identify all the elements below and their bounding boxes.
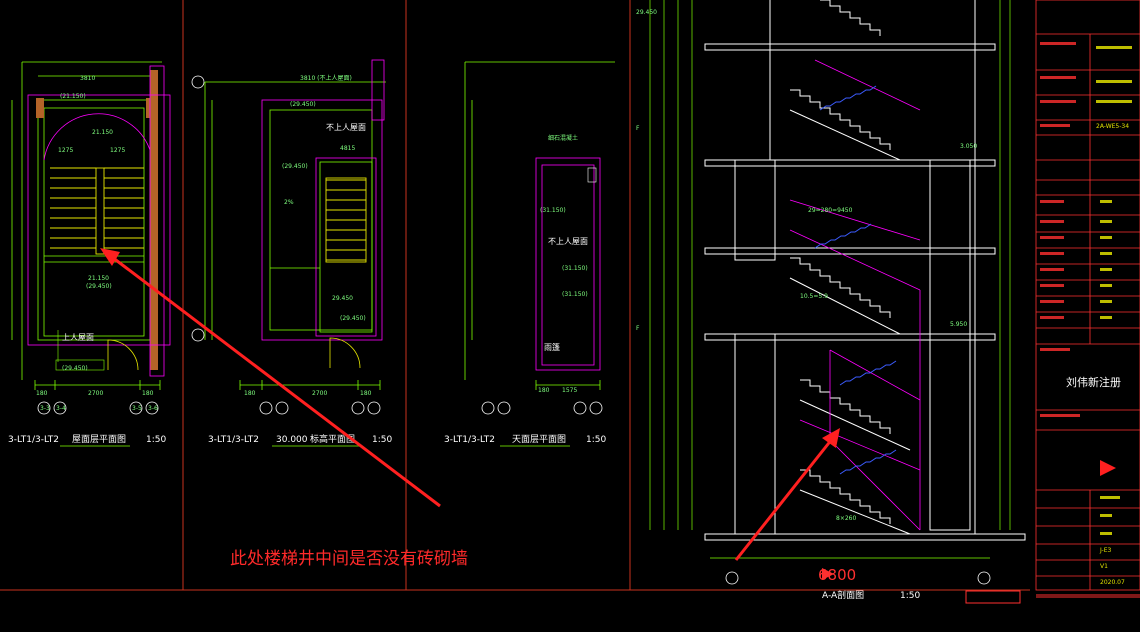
dim-text: 4815 xyxy=(340,145,355,152)
plan-subtitle: 屋面层平面图 xyxy=(72,434,126,445)
dim-text: 2700 xyxy=(312,390,327,397)
dim-text: (29.450) xyxy=(290,101,316,108)
titleblock-version: V1 xyxy=(1100,563,1108,570)
titleblock-flag xyxy=(1100,460,1116,476)
grid-bubble-label: 3-3 xyxy=(40,405,50,412)
titleblock-sheet-no: J-E3 xyxy=(1099,547,1112,554)
grid-bubble-label: 3-6 xyxy=(148,405,158,412)
section-aa[interactable]: 29.450 F F 29=280=9450 10.5=5.9 8×260 3.… xyxy=(636,0,1026,604)
dim-text: (29.450) xyxy=(86,283,112,290)
dim-text: 1575 xyxy=(562,387,577,394)
grid-bubble-label: 3-4 xyxy=(56,405,66,412)
plan-level30[interactable]: 3810 (不上人屋面) (29.450) 4815 (29.450) 2% 2… xyxy=(204,59,392,447)
annotation-comment: 此处楼梯井中间是否没有砖砌墙 xyxy=(230,549,468,569)
section-overall-dim: 6800 xyxy=(818,566,856,584)
grid-bubbles xyxy=(37,75,991,585)
plan-title: 3-LT1/3-LT2 xyxy=(208,435,259,445)
dim-text: 21.150 xyxy=(88,275,109,282)
plan-roof[interactable]: 3810 (21.150) 21.150 1275 1275 21.150 (2… xyxy=(8,61,171,447)
plan-elevation: 30.000 xyxy=(276,435,308,445)
dim-text: 180 xyxy=(538,387,550,394)
dim-text: 1275 xyxy=(110,147,125,154)
stair-flight xyxy=(325,177,367,263)
dim-text: (29.450) xyxy=(340,315,366,322)
plan-subtitle: 标高平面图 xyxy=(310,433,355,445)
dim-text: 3810 (不上人屋面) xyxy=(300,74,352,82)
dim-text: (31.150) xyxy=(562,291,588,298)
dim-text: 29.450 xyxy=(636,9,657,16)
section-scale: 1:50 xyxy=(900,591,920,601)
plan-label: 雨篷 xyxy=(544,342,560,352)
dim-text: 21.150 xyxy=(92,129,113,136)
dim-text: 180 xyxy=(244,390,256,397)
plan-subtitle: 天面层平面图 xyxy=(512,434,566,445)
dim-text: 8×260 xyxy=(836,515,856,522)
title-block[interactable]: 2A-WE5-34 刘伟新注册 J-E3 V1 2020.07 xyxy=(1035,0,1140,591)
plan-label: 上人屋面 xyxy=(62,333,94,342)
dim-text: F xyxy=(636,325,640,332)
section-stair-flights xyxy=(789,0,911,535)
titleblock-project-no: 2A-WE5-34 xyxy=(1096,123,1129,130)
flag-marker xyxy=(822,568,834,580)
dim-text: (29.450) xyxy=(62,365,88,372)
dim-text: 10.5=5.9 xyxy=(800,293,828,300)
stair-flight xyxy=(50,167,144,255)
dim-text: 5.950 xyxy=(950,321,967,328)
dim-text: 3810 xyxy=(80,75,95,82)
dim-text: 29.450 xyxy=(332,295,353,302)
plan-title: 3-LT1/3-LT2 xyxy=(444,435,495,445)
plan-scale: 1:50 xyxy=(372,435,392,445)
titleblock-date: 2020.07 xyxy=(1100,579,1125,586)
dim-text: F xyxy=(636,125,640,132)
dim-text: (29.450) xyxy=(282,163,308,170)
dim-text: 2% xyxy=(284,199,294,206)
dim-text: (31.150) xyxy=(562,265,588,272)
dim-text: 细石混凝土 xyxy=(548,134,578,142)
plan-label: 不上人屋面 xyxy=(548,237,588,246)
section-title: A-A剖面图 xyxy=(822,589,864,601)
plan-top[interactable]: 细石混凝土 (31.150) (31.150) (31.150) 1575 18… xyxy=(444,61,615,447)
dim-text: (31.150) xyxy=(540,207,566,214)
dim-text: 29=280=9450 xyxy=(808,207,853,214)
annotation-arrows xyxy=(100,248,840,561)
dim-text: 180 xyxy=(360,390,372,397)
dim-text: 2700 xyxy=(88,390,103,397)
dim-text: 180 xyxy=(142,390,154,397)
grid-bubble-label: 3-5 xyxy=(132,405,142,412)
dim-text: 1275 xyxy=(58,147,73,154)
dim-text: (21.150) xyxy=(60,93,86,100)
sheet-separators xyxy=(0,0,1030,591)
dim-text: 180 xyxy=(36,390,48,397)
plan-scale: 1:50 xyxy=(586,435,606,445)
plan-scale: 1:50 xyxy=(146,435,166,445)
dim-text: 3.050 xyxy=(960,143,977,150)
titleblock-name: 刘伟新注册 xyxy=(1066,375,1121,389)
plan-title: 3-LT1/3-LT2 xyxy=(8,435,59,445)
plan-label: 不上人屋面 xyxy=(326,123,366,132)
